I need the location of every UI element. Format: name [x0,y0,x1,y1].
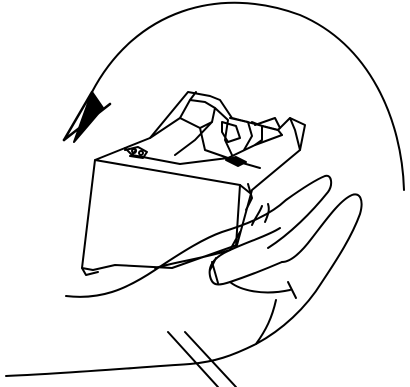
right-hand [6,194,362,387]
device-housing [82,92,305,275]
left-hand [66,176,331,297]
